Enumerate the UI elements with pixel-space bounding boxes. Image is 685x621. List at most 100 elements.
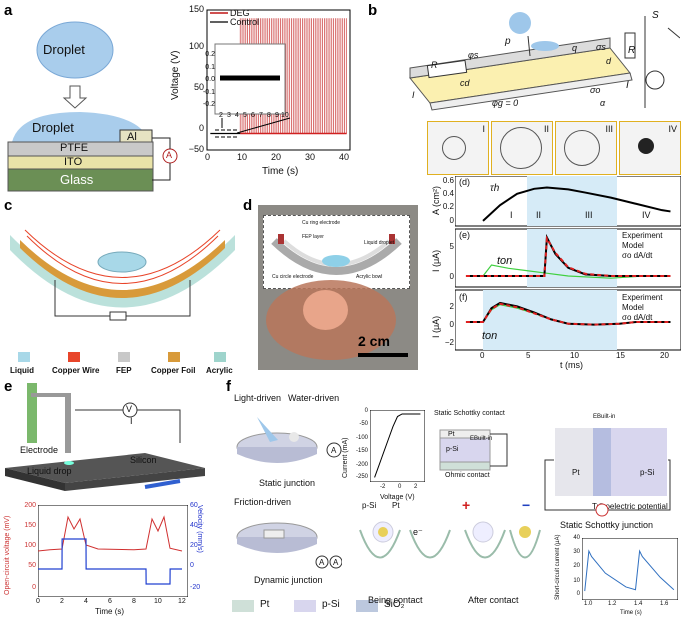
tick: 50 — [193, 82, 204, 92]
stage-images: I II III IV — [427, 121, 681, 175]
band-electron: e⁻ — [413, 527, 423, 537]
e-current: I — [130, 416, 133, 426]
b-regions: I II III IV — [500, 210, 670, 222]
f-model-series — [465, 302, 671, 326]
tick: 0 — [190, 562, 194, 569]
b-legend-f: Experiment Model σo dA/dt — [622, 293, 682, 327]
stage-image-3: III — [555, 121, 617, 175]
tick: 40 — [339, 152, 350, 162]
b-sigma-s: σs — [596, 42, 606, 52]
junction-ebuilt: EBuilt-in — [593, 414, 616, 420]
device-droplet-label: Droplet — [32, 120, 74, 135]
t-on-e: ton — [497, 255, 513, 267]
inset-yticks: 0.2 0.1 0.0 -0.1 -0.2 — [199, 51, 215, 111]
b-p: p — [505, 36, 511, 47]
tick: 0.2 — [205, 51, 215, 58]
tick: 2 — [219, 112, 223, 119]
tick: 3 — [227, 112, 231, 119]
ito-label: ITO — [64, 156, 83, 168]
tick: 30 — [305, 152, 316, 162]
iv-curve — [374, 413, 421, 478]
tick: -150 — [355, 448, 368, 454]
c-legend: Liquid Copper Wire FEP Copper Foil Acryl… — [8, 352, 238, 375]
junction-pt: Pt — [572, 468, 580, 477]
e-ylabel-left: Open-circuit voltage (mV) — [4, 515, 11, 595]
junction-box — [555, 428, 667, 496]
f-friction: Friction-driven — [234, 497, 292, 507]
tick: -50 — [359, 421, 368, 427]
pt-label: Pt — [448, 431, 455, 438]
legend-item: σo dA/dt — [622, 251, 653, 260]
tick: 20 — [573, 563, 580, 569]
band-pt: Pt — [392, 501, 400, 510]
tick: 2 — [414, 484, 418, 490]
tick: 0 — [205, 152, 211, 162]
schottky-label: Static Schottky contact — [434, 410, 505, 417]
legend-swatch — [356, 600, 378, 612]
interface-region — [593, 428, 611, 496]
d-scale-bar — [358, 353, 408, 357]
tick: 10 — [237, 152, 248, 162]
minus-icon: − — [522, 497, 531, 513]
tick: 6 — [108, 598, 112, 605]
tick: 2 — [449, 302, 454, 311]
a-xticks: 0 10 20 30 40 — [205, 152, 355, 164]
ohmic-label: Ohmic contact — [445, 472, 490, 479]
stage-label: I — [482, 124, 485, 134]
f-dynamic: Dynamic junction — [254, 575, 323, 585]
tick: −2 — [444, 338, 454, 347]
tick: 2 — [60, 598, 64, 605]
junction-circuit — [544, 459, 671, 517]
schottky-diagram — [439, 429, 508, 471]
legend-item: Model — [622, 303, 644, 312]
b-I2: I — [626, 80, 629, 91]
d-scale-label: 2 cm — [358, 333, 390, 349]
f-static: Static junction — [259, 478, 316, 488]
tick: 10 — [154, 598, 162, 605]
tick: 20 — [660, 351, 669, 360]
f-water: Water-driven — [288, 393, 340, 403]
iv-ylabel: Current (mA) — [342, 437, 349, 478]
tick: 0.0 — [205, 76, 215, 83]
b-cd: cd — [460, 78, 470, 88]
e-model-series — [465, 235, 671, 277]
legend-item: Experiment — [622, 293, 663, 302]
ptfe-label: PTFE — [60, 142, 89, 154]
e-silicon: Silicon — [130, 455, 157, 465]
velocity-series — [38, 538, 182, 585]
legend-swatch — [18, 352, 30, 362]
a-xlabel: Time (s) — [262, 166, 299, 177]
e-v-meter: V — [126, 404, 133, 414]
sc-xlabel: Time (s) — [620, 610, 642, 616]
voltage-series — [38, 515, 183, 552]
tick: 0.1 — [205, 64, 215, 71]
panel-label-a: a — [4, 2, 13, 19]
legend-swatch — [68, 352, 80, 362]
tick: 8 — [267, 112, 271, 119]
iv-xlabel: Voltage (V) — [380, 494, 415, 501]
b-e-label: (e) — [459, 230, 470, 240]
tick: 0 — [398, 484, 402, 490]
sc-ylabel: Short-circuit current (μA) — [555, 534, 561, 600]
tick: 7 — [259, 112, 263, 119]
tick: 12 — [178, 598, 186, 605]
b-phi-s: φs — [468, 50, 479, 60]
a-yticks: 150 100 50 0 −50 — [184, 4, 204, 154]
b-xticks: 0 5 10 15 20 — [480, 351, 680, 361]
panel-e-diagram — [5, 383, 205, 491]
tick: 150 — [188, 4, 204, 14]
tribo-label: Triboelectric potential — [592, 502, 668, 511]
inset-label: Cu ring electrode — [302, 220, 341, 226]
region-label: III — [585, 210, 593, 220]
inset-label: FEP layer — [302, 234, 324, 240]
tick: 0 — [480, 351, 485, 360]
tick: 5 — [526, 351, 531, 360]
legend-control: Control — [230, 17, 260, 27]
legend-swatch — [294, 600, 316, 612]
legend-item: Model — [622, 241, 644, 250]
e-sigma-series — [482, 264, 637, 279]
panel-f-junctions — [236, 417, 342, 569]
stage-image-4: IV — [619, 121, 681, 175]
b-I: I — [412, 90, 415, 100]
